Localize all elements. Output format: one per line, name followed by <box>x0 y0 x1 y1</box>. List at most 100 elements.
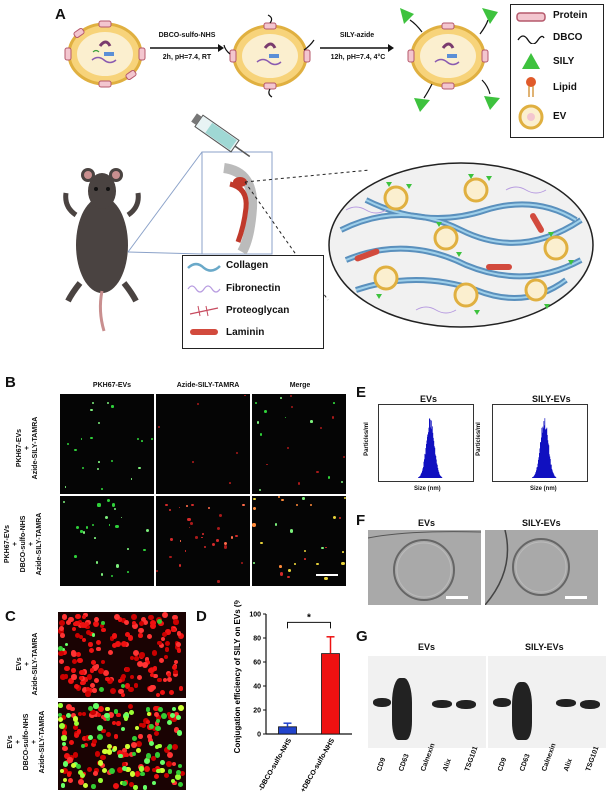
fluorescent-spot <box>175 769 182 775</box>
fluorescent-spot <box>110 688 117 695</box>
histogram-bin <box>554 476 556 478</box>
fluorescent-spot <box>153 666 158 671</box>
fluorescent-spot <box>118 688 124 695</box>
fluorescent-spot <box>255 402 258 404</box>
fluorescent-spot <box>76 729 81 734</box>
histogram-bin <box>536 467 538 478</box>
fluorescent-spot <box>79 621 86 628</box>
fluorescent-spot <box>136 674 142 680</box>
histogram-bin <box>549 456 551 478</box>
fluorescent-spot <box>124 753 129 758</box>
fluorescent-spot <box>102 748 108 755</box>
histogram-bin <box>533 476 535 478</box>
fluorescent-spot <box>87 706 93 712</box>
fluorescent-spot <box>165 629 171 635</box>
histogram-bin <box>431 420 432 478</box>
fluorescent-spot <box>67 757 73 763</box>
fluorescent-spot <box>319 427 323 430</box>
fluorescent-spot <box>89 436 93 440</box>
fluorescent-spot <box>165 503 168 507</box>
fluorescent-spot <box>81 637 86 642</box>
fluorescent-spot <box>231 536 234 539</box>
fluorescent-spot <box>98 778 103 784</box>
histogram-bin <box>421 472 423 478</box>
fluorescent-spot <box>159 759 165 765</box>
fluorescent-spot <box>100 728 106 734</box>
fluorescent-spot <box>61 735 67 741</box>
fluorescent-spot <box>94 617 100 623</box>
fluorescent-spot <box>166 711 171 717</box>
fluorescent-spot <box>167 751 174 758</box>
fluorescent-spot <box>80 438 83 440</box>
histogram-bin <box>431 428 433 478</box>
fluorescent-spot <box>119 676 126 682</box>
histogram-bin <box>534 474 536 478</box>
fluorescent-spot <box>81 743 86 748</box>
fluorescent-spot <box>157 706 163 712</box>
histogram-bin <box>539 448 541 478</box>
fluorescent-spot <box>92 688 97 693</box>
lane-label: Alix <box>563 757 574 773</box>
ecm-magnified-view <box>328 162 594 328</box>
fluorescent-spot <box>134 656 140 661</box>
fluorescent-spot <box>219 513 223 517</box>
fluorescent-spot <box>293 562 296 565</box>
fluorescent-spot <box>59 722 66 729</box>
fluorescent-spot <box>142 619 149 626</box>
histogram-bin <box>432 426 433 478</box>
fluorescent-spot <box>172 743 179 750</box>
fluorescent-spot <box>189 522 193 525</box>
fluorescent-spot <box>101 621 105 626</box>
fluorescent-spot <box>58 703 63 708</box>
fluorescent-spot <box>128 751 134 758</box>
fluorescent-spot <box>87 674 93 680</box>
row-label-c1-line2: + <box>24 661 32 667</box>
fluorescent-spot <box>132 623 139 629</box>
fluorescent-spot <box>339 517 342 520</box>
fluorescent-spot <box>110 574 114 578</box>
histogram-bin <box>429 418 430 478</box>
y-tick-label: 60 <box>253 660 261 667</box>
histogram-bin <box>440 476 442 478</box>
fluorescent-spot <box>146 733 153 740</box>
fluorescent-spot <box>145 707 151 712</box>
fluorescent-spot <box>169 555 172 559</box>
fluorescent-spot <box>78 778 84 785</box>
histogram-bin <box>439 473 440 478</box>
fluorescent-spot <box>171 779 176 784</box>
fluorescent-spot <box>92 620 99 627</box>
proteoglycan-icon <box>189 305 219 317</box>
fluorescent-spot <box>108 523 111 526</box>
histogram-bin <box>537 467 538 478</box>
fluorescent-spot <box>94 537 96 539</box>
fluorescent-spot <box>179 770 185 776</box>
fluorescent-spot <box>85 621 90 626</box>
histogram-bin <box>547 440 549 478</box>
fluorescent-spot <box>157 677 162 683</box>
fluorescent-spot <box>154 730 160 736</box>
band-sily-cd9 <box>493 698 511 707</box>
row-label-b2-line2: + <box>12 541 20 547</box>
fluorescent-spot <box>165 647 170 652</box>
lane-label: CD63 <box>398 753 411 773</box>
x-tick-label: +DBCO-sulfo-NHS <box>300 737 337 793</box>
panel-label-d: D <box>196 608 207 625</box>
y-axis-label: Conjugation efficiency of SILY on EVs (%… <box>233 600 242 753</box>
fluorescent-spot <box>63 778 68 783</box>
histogram-bin <box>545 429 547 478</box>
fluorescent-spot <box>125 667 130 672</box>
fluorescent-spot <box>137 438 140 441</box>
fluorescent-spot <box>124 632 130 638</box>
fluorescent-spot <box>170 627 176 633</box>
arrow-right-icon <box>320 44 394 52</box>
histogram-bin <box>419 476 421 478</box>
fluorescent-spot <box>68 678 75 685</box>
row-label-b1-line3: Azide-SILY-TAMRA <box>32 416 40 480</box>
fluorescent-spot <box>82 624 87 629</box>
fluorescent-spot <box>91 784 96 789</box>
fluorescent-spot <box>162 678 167 683</box>
fluorescent-spot <box>155 693 160 698</box>
significance-bracket <box>287 621 331 629</box>
histogram-bin <box>540 442 541 478</box>
fluorescent-spot <box>316 470 319 474</box>
